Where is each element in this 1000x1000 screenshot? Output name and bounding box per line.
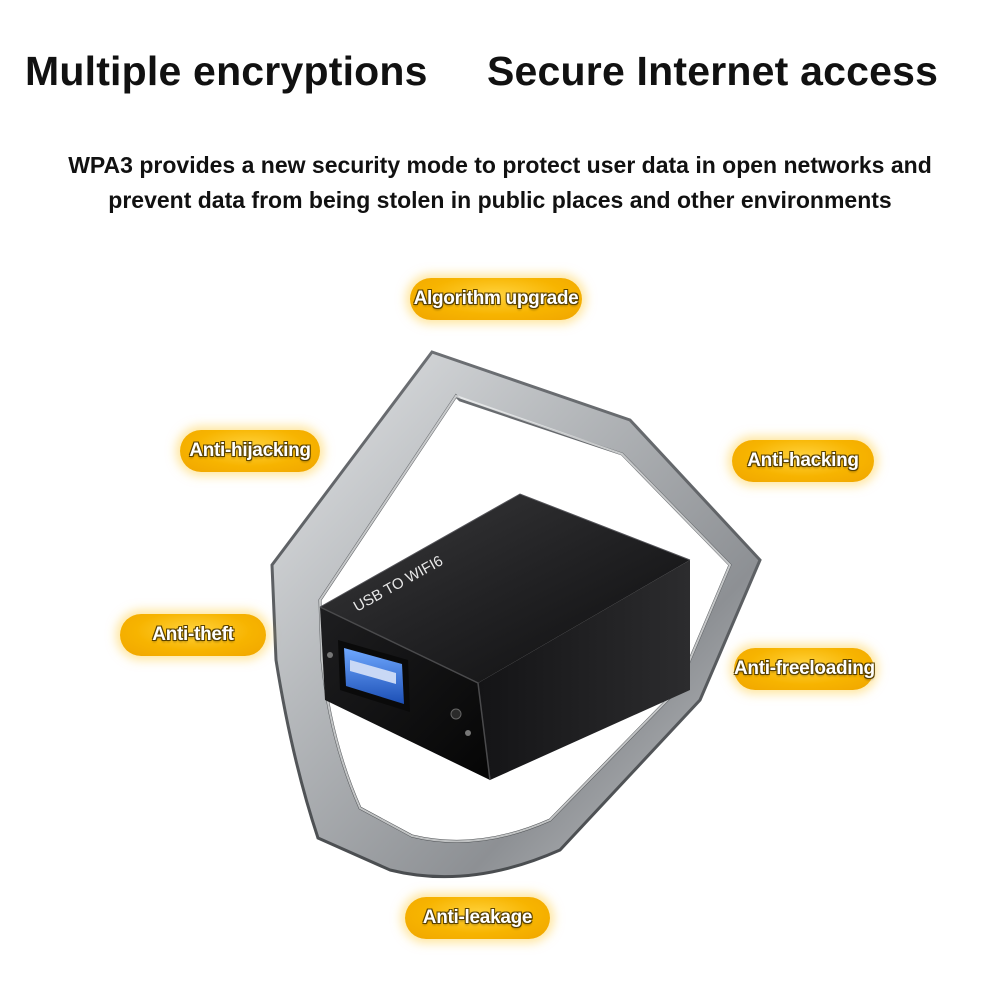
feature-anti-hijacking: Anti-hijacking — [180, 430, 320, 472]
screw-icon — [465, 730, 471, 736]
headline-multiple-encryptions: Multiple encryptions — [25, 48, 428, 94]
feature-anti-theft: Anti-theft — [120, 614, 266, 656]
feature-anti-hacking: Anti-hacking — [732, 440, 874, 482]
headline-secure-internet-access: Secure Internet access — [487, 48, 939, 94]
headline: Multiple encryptions Secure Internet acc… — [0, 48, 1000, 108]
feature-anti-leakage: Anti-leakage — [405, 897, 550, 939]
product-illustration: USB TO WIFI6 — [270, 350, 762, 879]
feature-algorithm-upgrade: Algorithm upgrade — [410, 278, 582, 320]
usb-port-icon — [338, 640, 410, 712]
description: WPA3 provides a new security mode to pro… — [0, 148, 1000, 218]
usb-wifi6-adapter: USB TO WIFI6 — [319, 493, 691, 781]
screw-icon — [327, 652, 333, 658]
description-line-1: WPA3 provides a new security mode to pro… — [68, 152, 932, 178]
description-line-2: prevent data from being stolen in public… — [108, 187, 892, 213]
feature-anti-freeloading: Anti-freeloading — [734, 648, 875, 690]
led-indicator-icon — [450, 708, 462, 720]
